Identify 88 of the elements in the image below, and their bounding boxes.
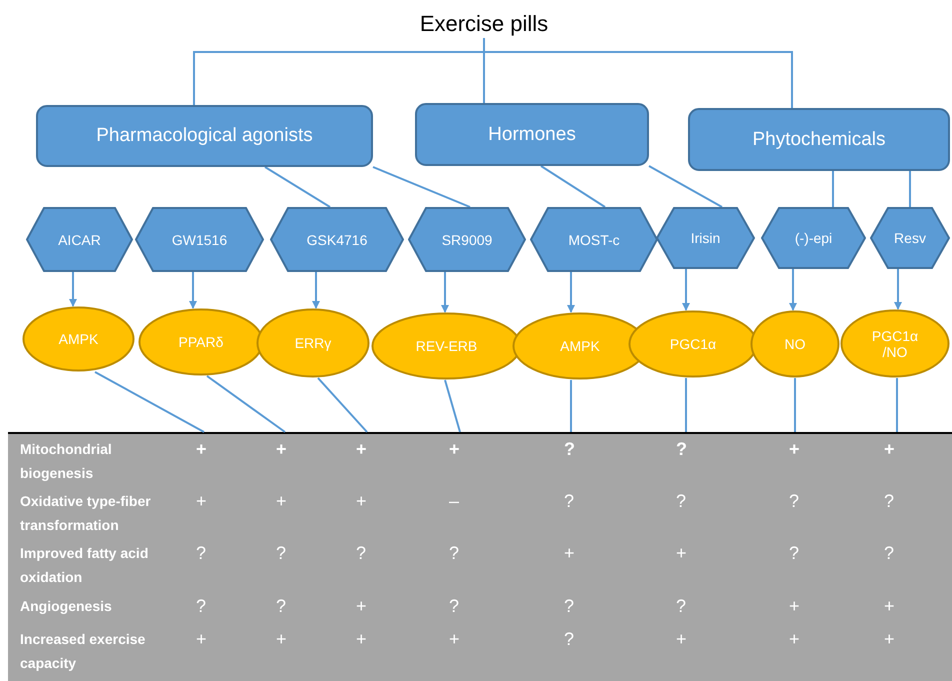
- table-cell-text: ?: [276, 542, 286, 565]
- connector-line: [896, 378, 898, 432]
- arrow: [312, 272, 320, 309]
- table-cell-text: +: [884, 628, 895, 651]
- node-label: GSK4716: [306, 232, 368, 248]
- connector-line: [483, 38, 793, 108]
- table-cell-text: ?: [789, 490, 800, 513]
- table-cell-text: +: [356, 490, 367, 513]
- node-label: AMPK: [58, 331, 98, 347]
- table-cell-text: ?: [676, 490, 686, 513]
- connector-line: [832, 171, 834, 207]
- connector-line: [444, 380, 461, 432]
- table-cell-text: +: [356, 438, 367, 461]
- table-cell-text: +: [884, 438, 895, 461]
- node-label: (-)-epi: [794, 230, 832, 246]
- arrow: [682, 269, 690, 311]
- node-label: PPARδ: [178, 334, 224, 350]
- table-cell-text: ?: [196, 542, 206, 565]
- node-label: Phytochemicals: [752, 128, 886, 150]
- table-cell-text: ?: [789, 542, 800, 565]
- table-cell-text: +: [196, 490, 207, 513]
- node-label: Pharmacological agonists: [96, 125, 313, 147]
- node-label: Resv: [894, 230, 926, 246]
- table-cell-text: ?: [564, 595, 574, 618]
- table-cell-text: +: [356, 628, 367, 651]
- table-cell-text: –: [449, 490, 460, 513]
- node-label: PGC1α /NO: [870, 328, 920, 360]
- table-cell-text: +: [884, 595, 895, 618]
- row-header: Increased exercise capacity: [20, 630, 146, 673]
- row-header: Improved fatty acid oxidation: [20, 544, 150, 587]
- table-cell-text: +: [676, 628, 687, 651]
- table-cell-text: +: [196, 628, 207, 651]
- arrow: [894, 269, 902, 310]
- table-cell-text: ?: [196, 595, 206, 618]
- table-cell-text: ?: [676, 438, 687, 461]
- row-header: Oxidative type-fiber transformation: [20, 492, 152, 535]
- connector-line: [540, 165, 606, 208]
- row-header: Angiogenesis: [20, 597, 113, 616]
- table-cell-text: ?: [884, 542, 894, 565]
- table-cell-text: ?: [884, 490, 894, 513]
- node-label: AMPK: [560, 338, 600, 354]
- table-cell-text: ?: [276, 595, 286, 618]
- node-label: Irisin: [690, 230, 720, 246]
- connector-line: [909, 171, 911, 207]
- node-label: NO: [784, 336, 806, 352]
- connector-line: [317, 377, 368, 433]
- node-label: Hormones: [488, 124, 576, 146]
- node-label: GW1516: [172, 232, 228, 248]
- node-label: MOST-c: [568, 232, 620, 248]
- table-cell-text: +: [276, 438, 287, 461]
- arrow: [69, 272, 77, 307]
- title-text: Exercise pills: [414, 10, 554, 38]
- table-cell-text: ?: [564, 438, 575, 461]
- connector-line: [206, 375, 286, 433]
- row-header: Mitochondrial biogenesis: [20, 440, 113, 483]
- node-label: PGC1α: [670, 336, 716, 352]
- node-label: ERRγ: [294, 335, 332, 351]
- connector-line: [94, 371, 204, 433]
- table-cell-text: +: [789, 595, 800, 618]
- table-cell-text: ?: [564, 628, 574, 651]
- table-cell-text: +: [449, 628, 460, 651]
- node-label: REV-ERB: [416, 338, 478, 354]
- connector-line: [570, 380, 572, 432]
- table-cell-text: ?: [449, 542, 460, 565]
- table-cell-text: +: [676, 542, 687, 565]
- table-cell-text: ?: [449, 595, 460, 618]
- table-cell-text: ?: [676, 595, 686, 618]
- table-cell-text: ?: [356, 542, 366, 565]
- connector-line: [685, 378, 687, 432]
- connector-line: [794, 378, 796, 432]
- connector-line: [264, 166, 331, 208]
- node-label: AICAR: [58, 232, 101, 248]
- table-cell-text: +: [276, 628, 287, 651]
- connector-line: [648, 165, 722, 208]
- table-cell-text: +: [789, 628, 800, 651]
- table-cell-text: +: [789, 438, 800, 461]
- arrow: [567, 272, 575, 313]
- table-cell-text: +: [356, 595, 367, 618]
- arrow: [189, 272, 197, 309]
- table-cell-text: +: [276, 490, 287, 513]
- table-cell-text: +: [196, 438, 207, 461]
- table-cell-text: +: [564, 542, 575, 565]
- table-cell-text: ?: [564, 490, 574, 513]
- arrow: [789, 269, 797, 311]
- arrow: [441, 272, 449, 313]
- node-label: SR9009: [442, 232, 492, 248]
- connector-line: [372, 166, 470, 208]
- table-cell-text: +: [449, 438, 460, 461]
